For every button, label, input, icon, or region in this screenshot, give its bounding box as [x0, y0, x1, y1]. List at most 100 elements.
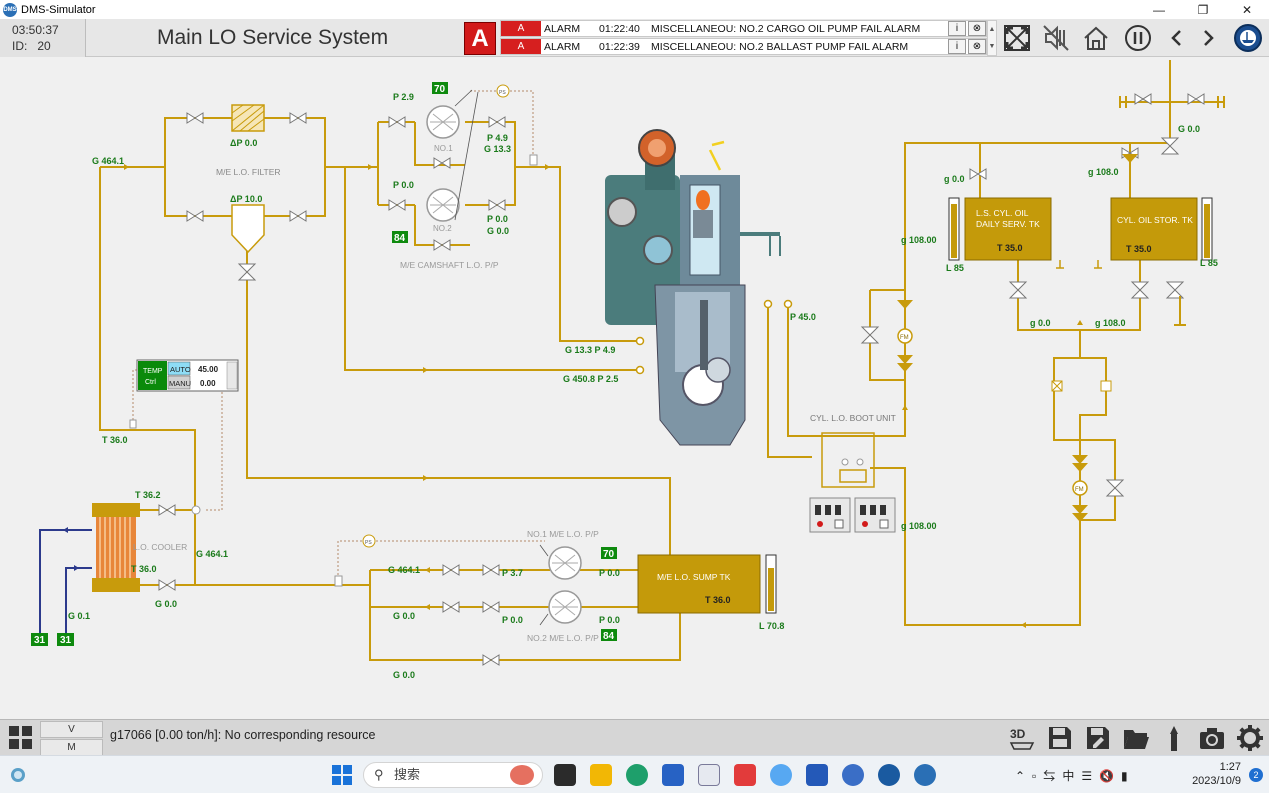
valve[interactable] [158, 579, 176, 591]
main-lo-pump-1[interactable] [548, 546, 582, 580]
gear-icon[interactable] [1234, 722, 1266, 754]
valve[interactable] [488, 199, 506, 211]
level-value: L 70.8 [759, 621, 784, 631]
close-icon[interactable]: ✕ [1241, 2, 1253, 17]
temp-controller[interactable]: TEMP Ctrl AUTO MANU 45.00 0.00 [136, 359, 239, 392]
camshaft-pump-1[interactable] [426, 105, 460, 139]
mute-icon[interactable] [1040, 22, 1072, 54]
open-folder-icon[interactable] [1120, 722, 1152, 754]
browser-icon[interactable] [842, 764, 864, 786]
cyl-lo-boot-unit[interactable] [821, 432, 875, 488]
sump-tank[interactable] [637, 554, 761, 614]
notification-badge[interactable]: 2 [1249, 768, 1263, 782]
ls-cyl-daily-tank[interactable] [964, 197, 1052, 261]
valve[interactable] [1134, 93, 1152, 105]
3d-view-icon[interactable]: 3D [1006, 722, 1038, 754]
store-icon[interactable] [662, 764, 684, 786]
pen-icon[interactable] [1158, 722, 1190, 754]
dms-app-icon[interactable] [914, 764, 936, 786]
check-valve[interactable] [1122, 154, 1138, 163]
valve[interactable] [1165, 281, 1185, 299]
grid-menu-icon[interactable] [8, 725, 34, 751]
alarm-info-button[interactable]: i [948, 39, 966, 54]
ship-app-icon[interactable] [878, 764, 900, 786]
valve[interactable] [482, 601, 500, 613]
fm-label: FM [900, 335, 909, 341]
prev-icon[interactable] [1160, 22, 1192, 54]
cloud-app-icon[interactable] [770, 764, 792, 786]
valve[interactable] [1160, 137, 1180, 155]
valve[interactable] [289, 210, 307, 222]
m-mode-button[interactable]: M [40, 739, 103, 756]
valve[interactable] [237, 263, 257, 281]
taskbar-search[interactable]: ⚲ 搜索 [363, 762, 543, 788]
alarm-ack-button[interactable]: ⊗ [968, 21, 986, 36]
alarm-info-button[interactable]: i [948, 21, 966, 36]
check-valve[interactable] [897, 300, 913, 309]
edge-icon[interactable] [626, 764, 648, 786]
main-lo-pump-2[interactable] [548, 590, 582, 624]
speed-value: 84 [394, 233, 406, 244]
valve[interactable] [388, 199, 406, 211]
valve[interactable] [1008, 281, 1028, 299]
check-valve[interactable] [1072, 455, 1088, 472]
valve[interactable] [969, 168, 987, 180]
ime-indicator[interactable]: 中 [1062, 769, 1082, 783]
valve[interactable] [186, 210, 204, 222]
home-icon[interactable] [1080, 22, 1112, 54]
valve[interactable] [860, 326, 880, 344]
valve[interactable] [433, 239, 451, 251]
valve[interactable] [186, 112, 204, 124]
valve[interactable] [482, 564, 500, 576]
filter-2[interactable] [231, 204, 265, 254]
valve[interactable] [1130, 281, 1150, 299]
valve[interactable] [289, 112, 307, 124]
file-explorer-icon[interactable] [590, 764, 612, 786]
pause-icon[interactable] [1122, 22, 1154, 54]
system-tray[interactable]: ⌃▫⇆中☰🔇▮ [1015, 769, 1135, 783]
save-as-icon[interactable] [1082, 722, 1114, 754]
app-logo-icon: DMS [3, 2, 17, 17]
alarm-ack-button[interactable]: ⊗ [968, 39, 986, 54]
pressure-switch[interactable] [362, 534, 376, 548]
valve[interactable] [482, 654, 500, 666]
manual-mode-button[interactable] [167, 375, 191, 390]
task-view-icon[interactable] [554, 764, 576, 786]
camera-icon[interactable] [1196, 722, 1228, 754]
valve[interactable] [442, 564, 460, 576]
valve[interactable] [1187, 93, 1205, 105]
ps-label: PS [365, 540, 372, 546]
word-icon[interactable] [806, 764, 828, 786]
start-icon[interactable] [331, 764, 353, 786]
cyl-oil-storage-tank[interactable] [1110, 197, 1198, 261]
alarm-type: ALARM [544, 40, 581, 53]
camshaft-pump-2[interactable] [426, 188, 460, 222]
alarm-indicator-button[interactable]: A [464, 22, 496, 55]
fullscreen-icon[interactable] [1001, 22, 1033, 54]
alarm-row[interactable]: A ALARM 01:22:40 MISCELLANEOU: NO.2 CARG… [500, 20, 987, 37]
next-icon[interactable] [1193, 22, 1225, 54]
valve[interactable] [433, 157, 451, 169]
id-label: ID: [12, 39, 28, 53]
save-icon[interactable] [1044, 722, 1076, 754]
mail-app-icon[interactable] [698, 764, 720, 786]
minimize-icon[interactable]: — [1153, 2, 1165, 17]
weather-icon[interactable] [9, 766, 27, 784]
setpoint-spinner[interactable] [226, 361, 238, 390]
valve[interactable] [158, 504, 176, 516]
video-app-icon[interactable] [734, 764, 756, 786]
lo-cooler[interactable] [92, 503, 140, 592]
valve[interactable] [388, 116, 406, 128]
pressure-switch[interactable] [496, 84, 510, 98]
auto-mode-button[interactable] [167, 361, 191, 376]
valve[interactable] [488, 116, 506, 128]
taskbar-clock[interactable]: 1:27 2023/10/9 [1192, 760, 1241, 788]
check-valve[interactable] [897, 355, 913, 372]
alarm-row[interactable]: A ALARM 01:22:39 MISCELLANEOU: NO.2 BALL… [500, 38, 987, 55]
valve[interactable] [1105, 479, 1125, 497]
valve[interactable] [442, 601, 460, 613]
restore-icon[interactable]: ❐ [1197, 2, 1209, 17]
check-valve[interactable] [1072, 505, 1088, 522]
alarm-scrollbar[interactable]: ▲▼ [987, 20, 997, 56]
v-mode-button[interactable]: V [40, 721, 103, 738]
